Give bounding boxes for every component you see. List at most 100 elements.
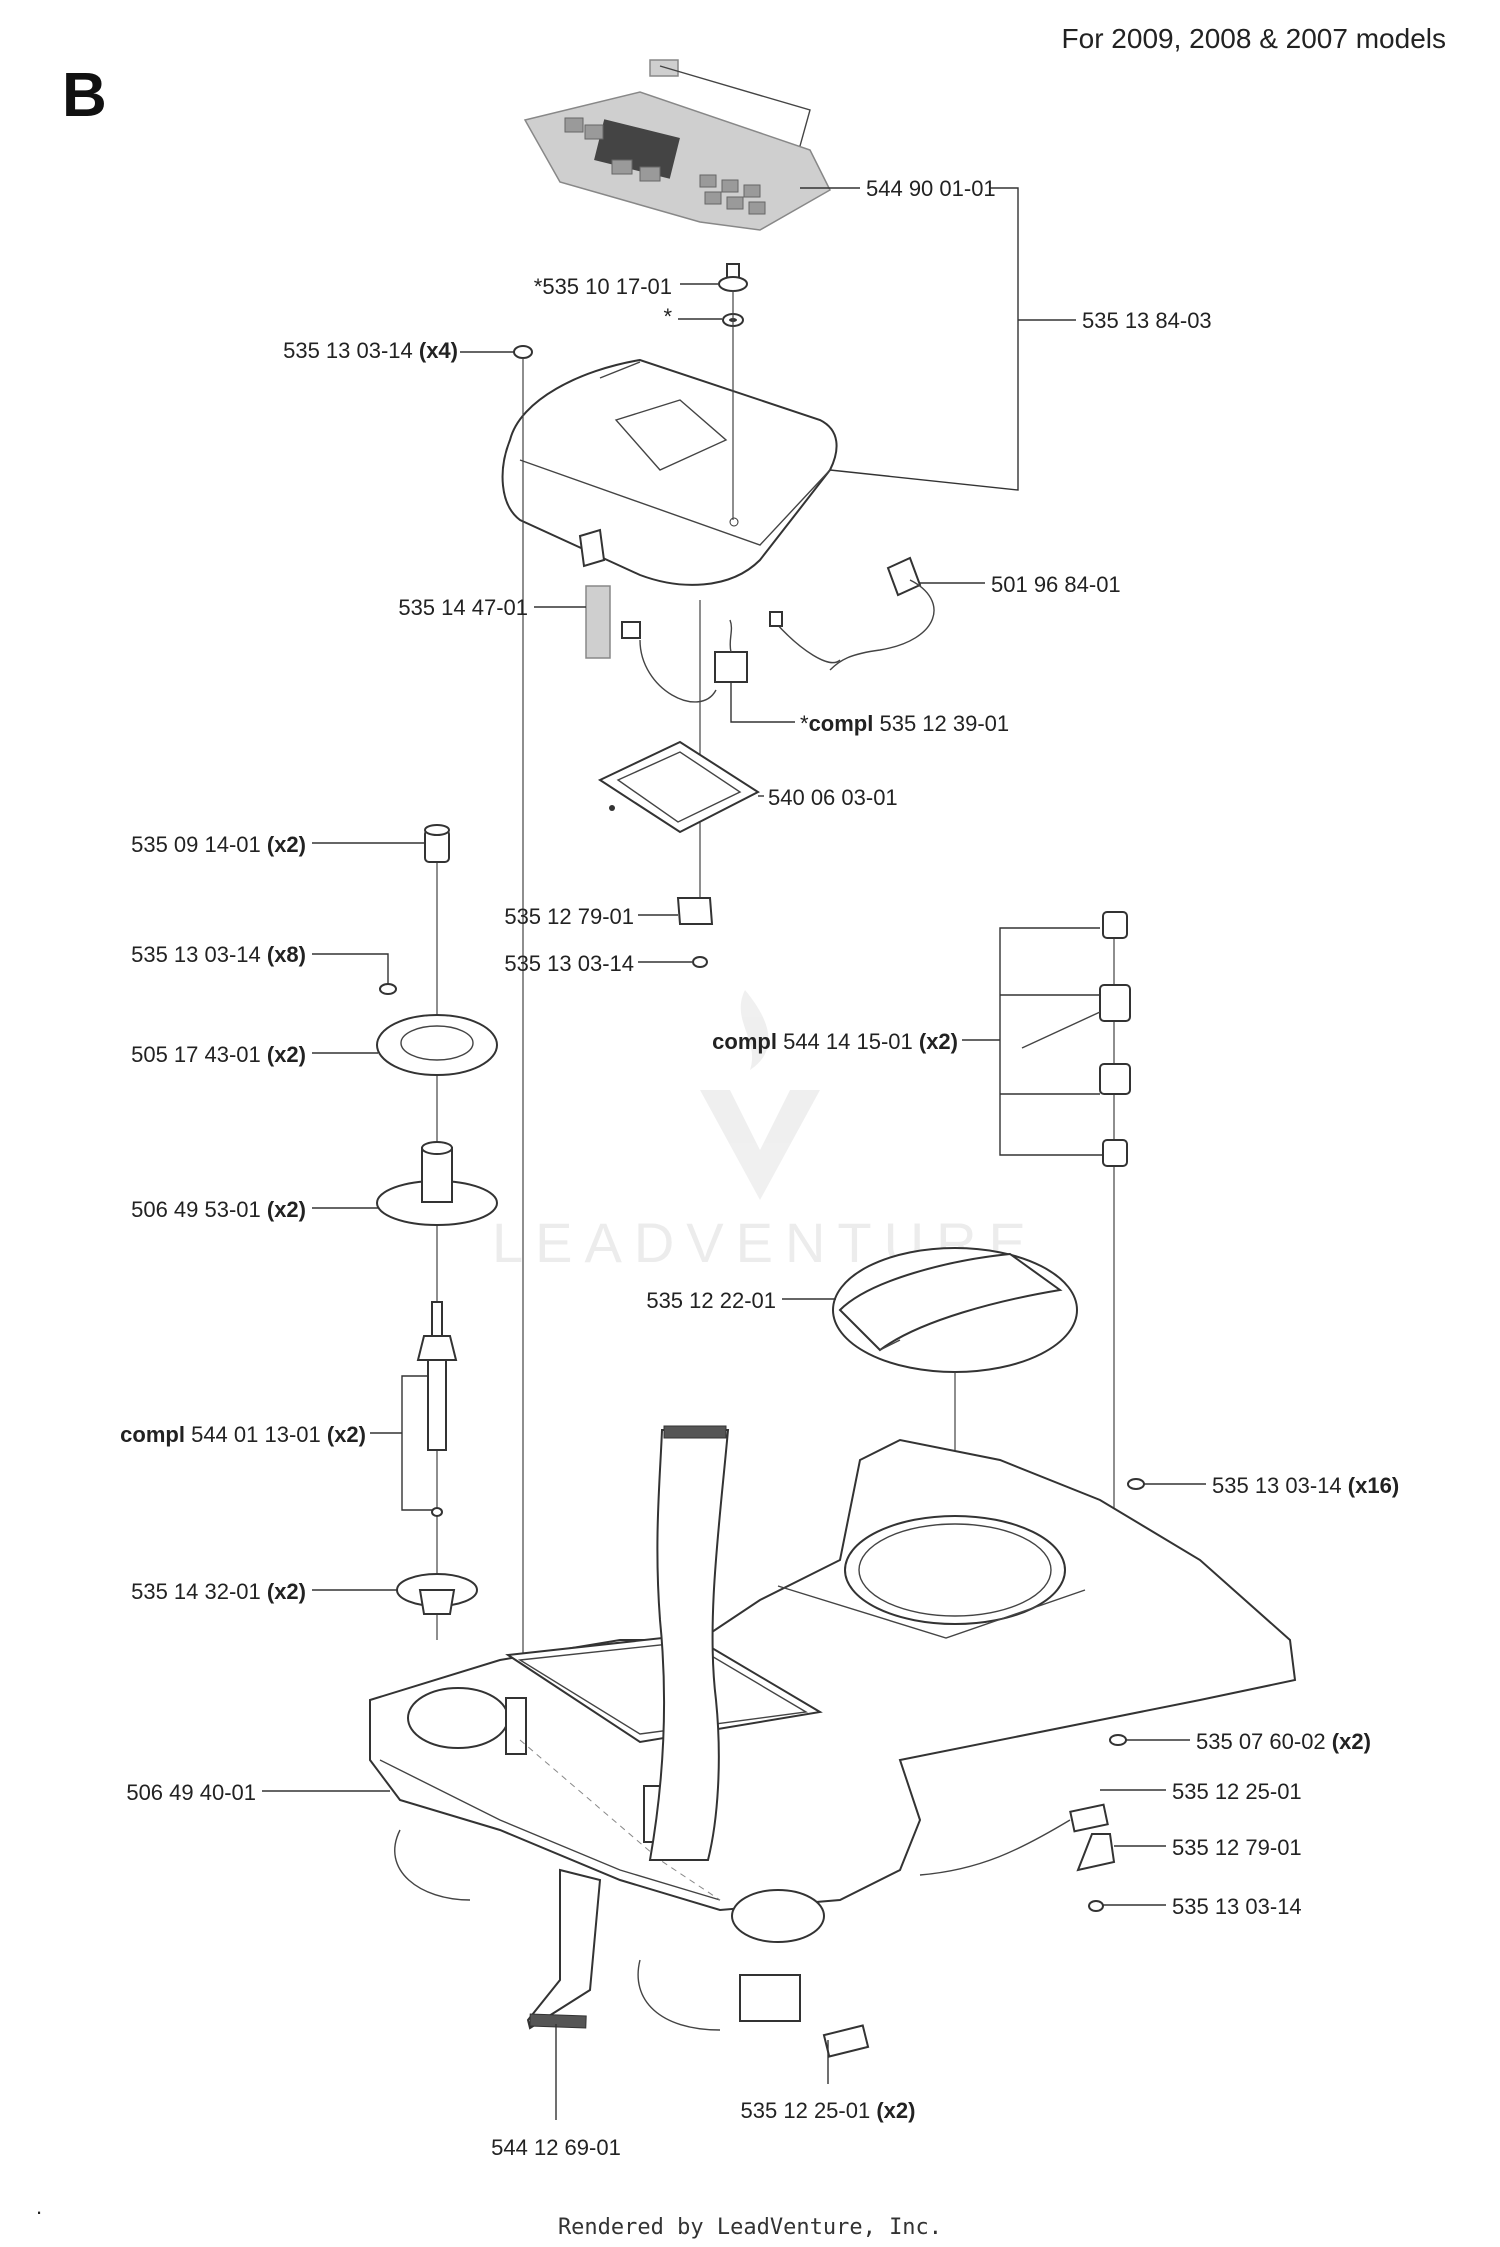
seal-pad-part: [585, 585, 611, 659]
sensor-stack: [1021, 911, 1131, 1167]
leader-lines: [262, 187, 1206, 2120]
switch-part: [714, 619, 748, 683]
shaft-part: [416, 1301, 458, 1517]
connector-part: [621, 621, 641, 639]
control-housing: [501, 358, 838, 586]
callout-bushing-x2-part: (x2): [267, 1197, 306, 1222]
callout-ribbon-cable-part: 544 12 69-01: [491, 2135, 621, 2160]
callout-label-x2-part: 535 12 25-01: [741, 2098, 877, 2123]
callout-screw-2: 535 13 03-14: [1172, 1894, 1302, 1919]
bottom-wire: [637, 1959, 721, 2031]
callout-bushing-x2: 506 49 53-01 (x2): [131, 1197, 306, 1222]
callout-collar-x2-part: 535 14 32-01: [131, 1579, 267, 1604]
bushing-part: [376, 1141, 498, 1226]
callout-assembly-part: 535 13 84-03: [1082, 308, 1212, 333]
callout-chassis: 506 49 40-01: [126, 1780, 256, 1805]
flange-part: [376, 1014, 498, 1076]
callout-sensor-compl-part: (x2): [919, 1029, 958, 1054]
callout-screw-x8-part: 535 13 03-14: [131, 942, 267, 967]
callout-screw-x8-part: (x8): [267, 942, 306, 967]
callout-washer: *: [663, 304, 672, 329]
pcb-board: [597, 740, 761, 834]
callout-seal-pad-part: 535 14 47-01: [398, 595, 528, 620]
callout-screw-2-part: 535 13 03-14: [1172, 1894, 1302, 1919]
cover-part: [832, 1247, 1078, 1373]
callout-screw-x16: 535 13 03-14 (x16): [1212, 1473, 1399, 1498]
clip-2-part: [1076, 1833, 1116, 1872]
harness-part: [769, 556, 935, 671]
callout-clip: 535 12 79-01: [504, 904, 634, 929]
cap-part: [424, 824, 450, 863]
callout-labels: 544 90 01-01 535 13 84-03 *535 10 17-01 * 53…: [120, 176, 1399, 2160]
sensor-bracket: [999, 927, 1103, 1156]
callout-nut-x2: 535 07 60-02 (x2): [1196, 1729, 1371, 1754]
callout-label-1: 535 12 25-01: [1172, 1779, 1302, 1804]
callout-screw-x4: 535 13 03-14 (x4): [283, 338, 458, 363]
label-1-part: [1069, 1803, 1109, 1833]
callout-sensor-compl-part: 544 14 15-01: [777, 1029, 919, 1054]
callout-bushing-x2-part: 506 49 53-01: [131, 1197, 267, 1222]
callout-sensor-compl-part: compl: [712, 1029, 777, 1054]
screw-x16-part: [1127, 1478, 1145, 1490]
callout-shaft-compl-part: (x2): [327, 1422, 366, 1447]
callout-flange-x2-part: 505 17 43-01: [131, 1042, 267, 1067]
callout-washer-part: *: [663, 304, 672, 329]
callout-clip-part: 535 12 79-01: [504, 904, 634, 929]
callout-switch-compl: *compl 535 12 39-01: [800, 711, 1009, 736]
callout-nut-x2-part: 535 07 60-02: [1196, 1729, 1332, 1754]
callout-screw-x16-part: (x16): [1348, 1473, 1399, 1498]
callout-screw-x8: 535 13 03-14 (x8): [131, 942, 306, 967]
callout-ribbon-cable: 544 12 69-01: [491, 2135, 621, 2160]
callout-clip-screw-part: 535 13 03-14: [504, 951, 634, 976]
callout-chassis-part: 506 49 40-01: [126, 1780, 256, 1805]
callout-keypad: 544 90 01-01: [866, 176, 996, 201]
footer-credit: Rendered by LeadVenture, Inc.: [558, 2215, 942, 2240]
callout-collar-x2-part: (x2): [267, 1579, 306, 1604]
callout-clip-screw: 535 13 03-14: [504, 951, 634, 976]
callout-nut-x2-part: (x2): [1332, 1729, 1371, 1754]
callout-flange-x2-part: (x2): [267, 1042, 306, 1067]
callout-switch-compl-part: *: [800, 711, 809, 736]
callout-label-1-part: 535 12 25-01: [1172, 1779, 1302, 1804]
collar-part: [396, 1573, 478, 1615]
callout-clip-2-part: 535 12 79-01: [1172, 1835, 1302, 1860]
watermark-logo: [700, 990, 820, 1200]
callout-shaft-compl: compl 544 01 13-01 (x2): [120, 1422, 366, 1447]
shaft-bracket: [401, 1375, 432, 1511]
screw-x4-part: [513, 345, 533, 1720]
callout-cap-x2-part: (x2): [267, 832, 306, 857]
callout-label-x2: 535 12 25-01 (x2): [741, 2098, 916, 2123]
callout-seal-pad: 535 14 47-01: [398, 595, 528, 620]
callout-cover: 535 12 22-01: [646, 1288, 776, 1313]
callout-screw-x16-part: 535 13 03-14: [1212, 1473, 1348, 1498]
callout-flange-x2: 505 17 43-01 (x2): [131, 1042, 306, 1067]
right-wire: [919, 1819, 1071, 1876]
callout-cap-x2-part: 535 09 14-01: [131, 832, 267, 857]
callout-shaft-compl-part: compl: [120, 1422, 185, 1447]
callout-screw-x4-part: (x4): [419, 338, 458, 363]
screw-x8-part: [379, 983, 397, 995]
section-letter: B: [62, 61, 107, 130]
nut-part: [1109, 1734, 1127, 1746]
callout-keypad-part: 544 90 01-01: [866, 176, 996, 201]
ribbon-cable-part: [526, 1425, 730, 2030]
callout-clip-2: 535 12 79-01: [1172, 1835, 1302, 1860]
callout-harness: 501 96 84-01: [991, 572, 1121, 597]
screw-2-part: [1088, 1900, 1104, 1912]
footer-dot: .: [36, 2194, 42, 2219]
models-note: For 2009, 2008 & 2007 models: [1062, 23, 1446, 54]
callout-cover-part: 535 12 22-01: [646, 1288, 776, 1313]
callout-switch-compl-part: compl: [809, 711, 874, 736]
callout-collar-x2: 535 14 32-01 (x2): [131, 1579, 306, 1604]
clip-part: [676, 897, 714, 925]
callout-knob: *535 10 17-01: [534, 274, 672, 299]
callout-screw-x4-part: 535 13 03-14: [283, 338, 419, 363]
callout-shaft-compl-part: 544 01 13-01: [185, 1422, 327, 1447]
callout-assembly: 535 13 84-03: [1082, 308, 1212, 333]
left-wire: [394, 1829, 471, 1901]
callout-board: 540 06 03-01: [768, 785, 898, 810]
switch-wire: [639, 639, 717, 703]
callout-board-part: 540 06 03-01: [768, 785, 898, 810]
chassis-part: [369, 1438, 1297, 1943]
callout-sensor-compl: compl 544 14 15-01 (x2): [712, 1029, 958, 1054]
